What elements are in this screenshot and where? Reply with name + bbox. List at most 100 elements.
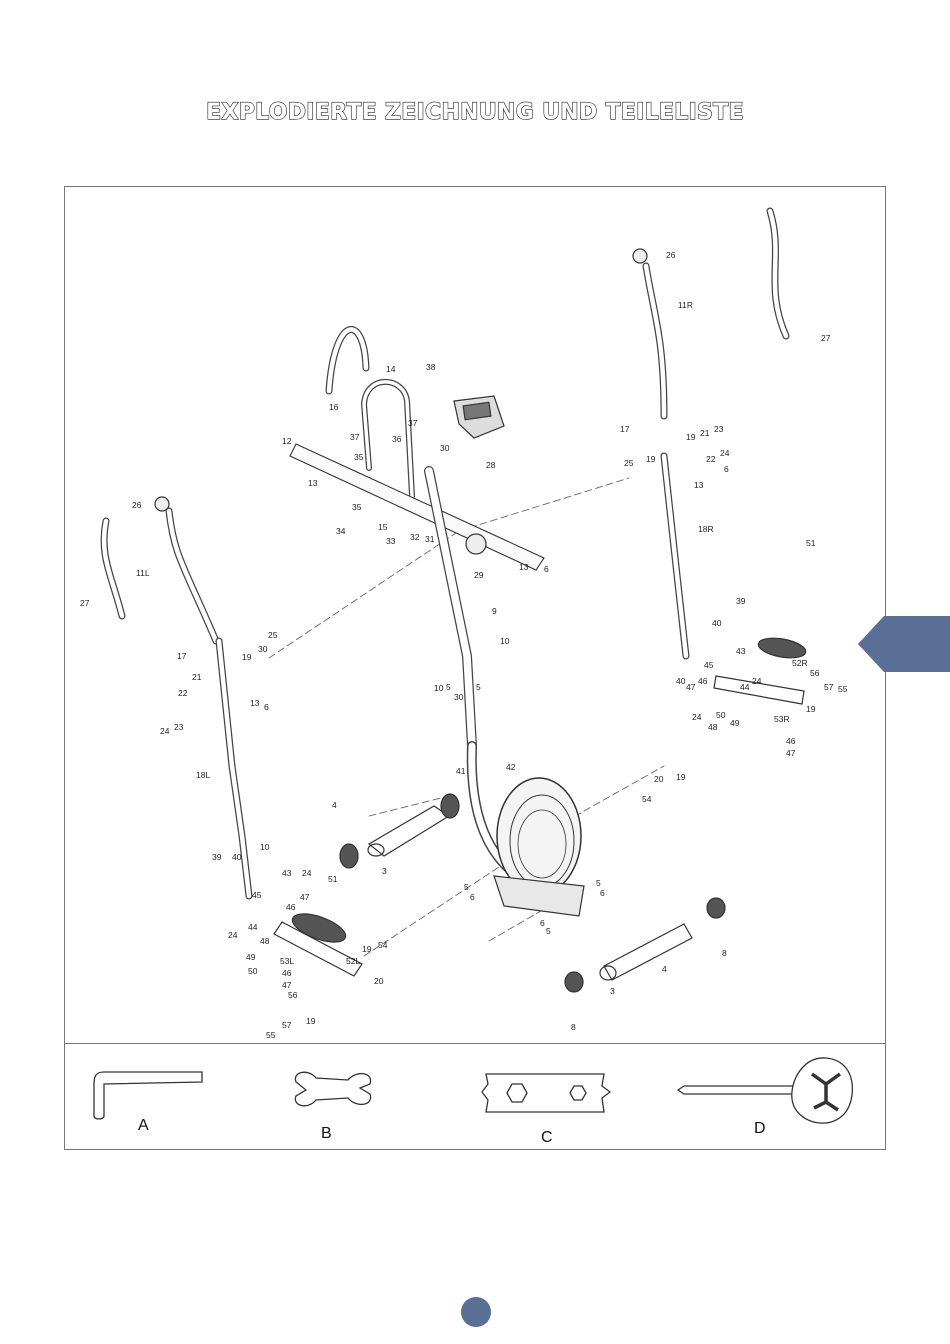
part-label: 30 [440, 443, 450, 453]
exploded-drawing: 14 38 16 37 36 37 35 12 13 30 28 35 15 3… [80, 207, 848, 1040]
part-label: 44 [248, 922, 258, 932]
part-label: 6 [544, 564, 549, 574]
page-number-badge [461, 1297, 491, 1327]
part-label: 8 [571, 1022, 576, 1032]
part-label: 6 [540, 918, 545, 928]
part-label: 29 [474, 570, 484, 580]
part-label: 21 [192, 672, 202, 682]
part-label: 45 [704, 660, 714, 670]
part-label: 31 [425, 534, 435, 544]
part-label: 3 [610, 986, 615, 996]
part-label: 21 [700, 428, 710, 438]
tool-label-a: A [138, 1117, 149, 1134]
part-label: 54 [642, 794, 652, 804]
part-label: 45 [252, 890, 262, 900]
part-label: 6 [600, 888, 605, 898]
part-label: 12 [282, 436, 292, 446]
part-label: 19 [306, 1016, 316, 1026]
part-label: 49 [730, 718, 740, 728]
part-label: 50 [248, 966, 258, 976]
part-label: 13 [694, 480, 704, 490]
part-label: 18R [698, 524, 714, 534]
part-label: 57 [282, 1020, 292, 1030]
part-label: 33 [386, 536, 396, 546]
part-label: 40 [232, 852, 242, 862]
part-label: 40 [676, 676, 686, 686]
part-label: 35 [352, 502, 362, 512]
part-label: 19 [676, 772, 686, 782]
multi-socket-wrench-icon [481, 1073, 612, 1113]
part-label: 43 [282, 868, 292, 878]
part-label: 51 [806, 538, 816, 548]
part-label: 37 [350, 432, 360, 442]
part-label: 30 [454, 692, 464, 702]
part-label: 13 [308, 478, 318, 488]
part-label: 14 [386, 364, 396, 374]
part-label: 37 [408, 418, 418, 428]
part-label: 43 [736, 646, 746, 656]
part-label: 55 [838, 684, 848, 694]
part-label: 53L [280, 956, 294, 966]
part-label: 16 [329, 402, 339, 412]
part-label: 19 [646, 454, 656, 464]
part-label: 46 [286, 902, 296, 912]
part-label: 32 [410, 532, 420, 542]
rear-stabilizer [564, 897, 726, 993]
console [453, 395, 505, 439]
part-label: 24 [720, 448, 730, 458]
part-label: 26 [666, 250, 676, 260]
flywheel-housing [466, 741, 585, 917]
part-label: 5 [446, 682, 451, 692]
part-label: 24 [302, 868, 312, 878]
left-pedal [273, 913, 363, 977]
part-label: 55 [266, 1030, 276, 1040]
part-label: 19 [686, 432, 696, 442]
part-label: 5 [596, 878, 601, 888]
part-label: 22 [706, 454, 716, 464]
part-label: 41 [456, 766, 466, 776]
part-label: 25 [624, 458, 634, 468]
part-label: 44 [740, 682, 750, 692]
part-label: 10 [260, 842, 270, 852]
part-label: 40 [712, 618, 722, 628]
part-label: 53R [774, 714, 790, 724]
part-label: 56 [288, 990, 298, 1000]
part-label: 9 [492, 606, 497, 616]
part-label: 17 [620, 424, 630, 434]
part-label: 6 [470, 892, 475, 902]
part-labels: 14 38 16 37 36 37 35 12 13 30 28 35 15 3… [80, 250, 848, 1040]
part-label: 11R [678, 300, 693, 310]
allen-key-icon [93, 1071, 203, 1120]
part-label: 47 [282, 980, 292, 990]
open-wrench-icon [294, 1071, 372, 1107]
part-label: 18L [196, 770, 210, 780]
part-label: 6 [264, 702, 269, 712]
part-label: 4 [662, 964, 667, 974]
part-label: 20 [374, 976, 384, 986]
part-label: 42 [506, 762, 516, 772]
part-label: 35 [354, 452, 364, 462]
tool-label-b: B [321, 1125, 332, 1142]
part-label: 5 [464, 882, 469, 892]
part-label: 26 [132, 500, 142, 510]
part-label: 57 [824, 682, 834, 692]
part-label: 50 [716, 710, 726, 720]
part-label: 24 [228, 930, 238, 940]
part-label: 6 [724, 464, 729, 474]
part-label: 52L [346, 956, 360, 966]
part-label: 38 [426, 362, 436, 372]
part-label: 10 [500, 636, 510, 646]
part-label: 23 [714, 424, 724, 434]
part-label: 24 [692, 712, 702, 722]
part-label: 10 [434, 683, 444, 693]
part-label: 52R [792, 658, 808, 668]
part-label: 47 [300, 892, 310, 902]
part-label: 30 [258, 644, 268, 654]
part-label: 13 [250, 698, 260, 708]
part-label: 24 [160, 726, 170, 736]
part-label: 46 [786, 736, 796, 746]
tool-label-d: D [754, 1120, 766, 1137]
part-label: 51 [328, 874, 338, 884]
cross-bar [289, 443, 545, 571]
part-label: 25 [268, 630, 278, 640]
